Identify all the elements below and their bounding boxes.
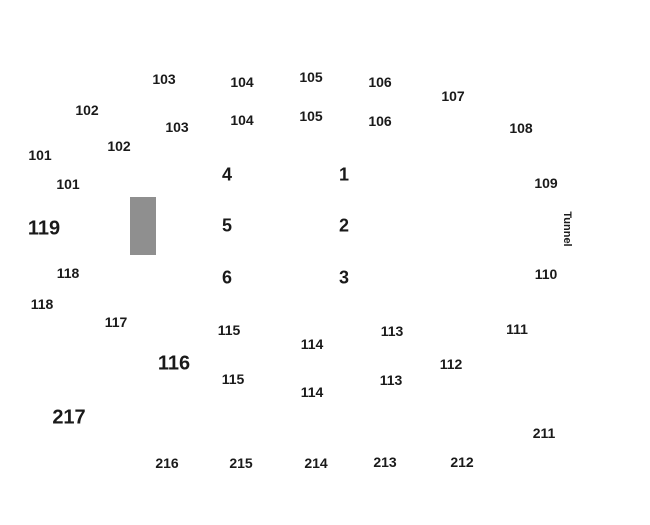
section-116[interactable]: 116 bbox=[157, 352, 191, 375]
section-214[interactable]: 214 bbox=[304, 455, 328, 471]
stage-block bbox=[130, 197, 156, 255]
section-105-outer[interactable]: 105 bbox=[299, 69, 323, 85]
section-110[interactable]: 110 bbox=[534, 266, 558, 282]
section-106-inner[interactable]: 106 bbox=[368, 113, 392, 129]
section-105-inner[interactable]: 105 bbox=[299, 108, 323, 124]
section-212[interactable]: 212 bbox=[450, 454, 474, 470]
section-101-inner[interactable]: 101 bbox=[56, 176, 80, 192]
section-111[interactable]: 111 bbox=[506, 321, 528, 337]
section-102-inner[interactable]: 102 bbox=[107, 138, 131, 154]
section-115-inner[interactable]: 115 bbox=[217, 322, 241, 338]
section-215[interactable]: 215 bbox=[229, 455, 253, 471]
section-112[interactable]: 112 bbox=[439, 356, 463, 372]
tunnel-label: Tunnel bbox=[561, 211, 573, 247]
section-106-outer[interactable]: 106 bbox=[368, 74, 392, 90]
floor-section-6[interactable]: 6 bbox=[221, 267, 233, 288]
section-109[interactable]: 109 bbox=[534, 175, 558, 191]
section-103-outer[interactable]: 103 bbox=[152, 71, 176, 87]
section-108[interactable]: 108 bbox=[509, 120, 533, 136]
section-104-outer[interactable]: 104 bbox=[230, 74, 254, 90]
section-216[interactable]: 216 bbox=[155, 455, 179, 471]
section-104-inner[interactable]: 104 bbox=[230, 112, 254, 128]
section-103-inner[interactable]: 103 bbox=[165, 119, 189, 135]
section-118-inner[interactable]: 118 bbox=[56, 265, 80, 281]
section-113-inner[interactable]: 113 bbox=[380, 323, 404, 339]
section-102-outer[interactable]: 102 bbox=[75, 102, 99, 118]
floor-section-4[interactable]: 4 bbox=[221, 164, 233, 185]
section-114-inner[interactable]: 114 bbox=[300, 336, 324, 352]
section-113-outer[interactable]: 113 bbox=[379, 372, 403, 388]
section-118-outer[interactable]: 118 bbox=[30, 296, 54, 312]
section-211[interactable]: 211 bbox=[532, 425, 556, 441]
section-114-outer[interactable]: 114 bbox=[300, 384, 324, 400]
section-117[interactable]: 117 bbox=[104, 314, 128, 330]
floor-section-2[interactable]: 2 bbox=[338, 215, 350, 236]
section-115-outer[interactable]: 115 bbox=[221, 371, 245, 387]
section-101-outer[interactable]: 101 bbox=[28, 147, 52, 163]
floor-section-1[interactable]: 1 bbox=[338, 164, 350, 185]
section-217[interactable]: 217 bbox=[52, 406, 86, 429]
floor-section-5[interactable]: 5 bbox=[221, 215, 233, 236]
floor-section-3[interactable]: 3 bbox=[338, 267, 350, 288]
section-119[interactable]: 119 bbox=[27, 217, 61, 240]
section-107[interactable]: 107 bbox=[441, 88, 465, 104]
section-213[interactable]: 213 bbox=[373, 454, 397, 470]
